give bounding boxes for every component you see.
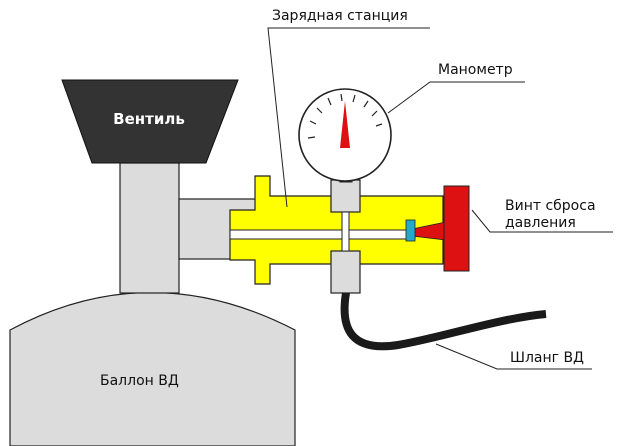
cylinder-body: [9, 291, 296, 446]
screw-connector: [405, 219, 416, 242]
release-screw-label-line1: Винт сброса: [505, 198, 596, 214]
hose-leader: [435, 343, 592, 370]
valve-label: Вентиль: [113, 110, 185, 128]
release-screw-label-line2: давления: [505, 215, 576, 231]
manometer-label: Манометр: [438, 62, 513, 78]
hose-label: Шланг ВД: [510, 350, 584, 366]
manometer-needle: [340, 101, 350, 148]
release-screw-leader: [471, 209, 613, 233]
charging-station-label: Зарядная станция: [272, 8, 408, 24]
release-screw-handle: [443, 185, 470, 272]
station-bore: [229, 229, 416, 240]
manometer-ticks: [307, 93, 383, 139]
cylinder-neck: [119, 162, 180, 294]
cylinder-label: Баллон ВД: [100, 373, 179, 389]
hose: [340, 292, 547, 351]
charging-station-leader: [267, 27, 430, 208]
manometer-leader: [387, 81, 525, 114]
valve-head: [61, 79, 239, 164]
gauge-port: [330, 179, 361, 213]
vertical-channel: [341, 211, 350, 252]
hose-port: [330, 250, 361, 294]
